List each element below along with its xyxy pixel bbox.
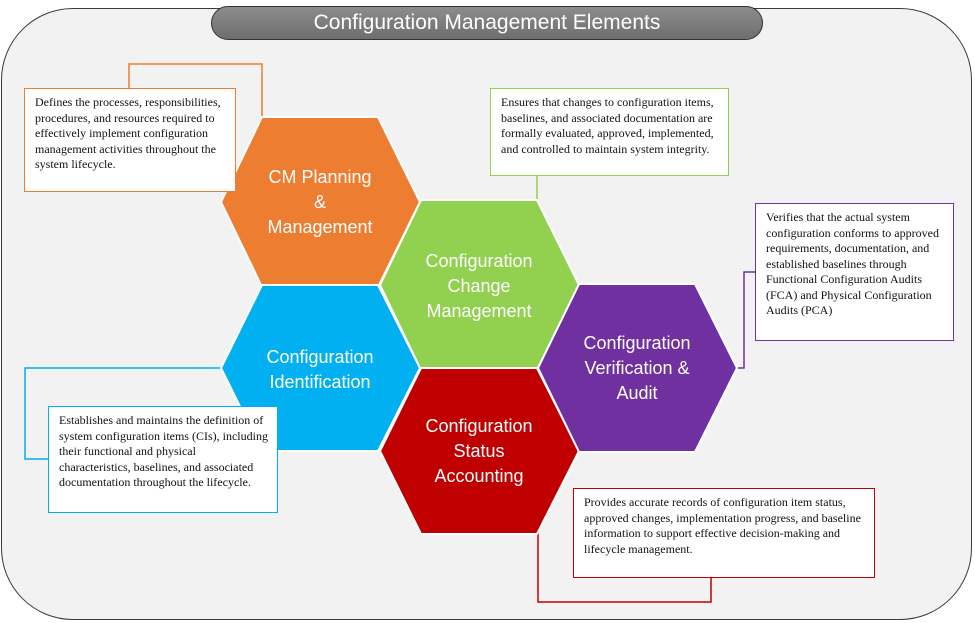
diagram-title: Configuration Management Elements (211, 6, 763, 40)
hex-label-configuration-identification: Configuration Identification (266, 347, 374, 392)
hex-configuration-verification (536, 283, 739, 453)
callout-configuration-change: Ensures that changes to configuration it… (490, 88, 729, 176)
hex-label-configuration-change: Configuration Change Management (425, 251, 533, 321)
connector-identification (24, 367, 221, 460)
callout-configuration-identification: Establishes and maintains the definition… (48, 406, 278, 513)
connector-planning (128, 63, 263, 117)
callout-cm-planning: Defines the processes, responsibilities,… (24, 88, 236, 192)
connector-verification (737, 271, 755, 369)
connector-status (537, 531, 712, 603)
hex-label-cm-planning: CM Planning & Management (267, 167, 373, 237)
hex-label-configuration-status: Configuration Status Accounting (425, 416, 533, 486)
hex-label-configuration-verification: Configuration Verification & Audit (583, 333, 691, 403)
callout-configuration-verification: Verifies that the actual system configur… (755, 203, 954, 341)
callout-configuration-status: Provides accurate records of configurati… (573, 488, 875, 578)
